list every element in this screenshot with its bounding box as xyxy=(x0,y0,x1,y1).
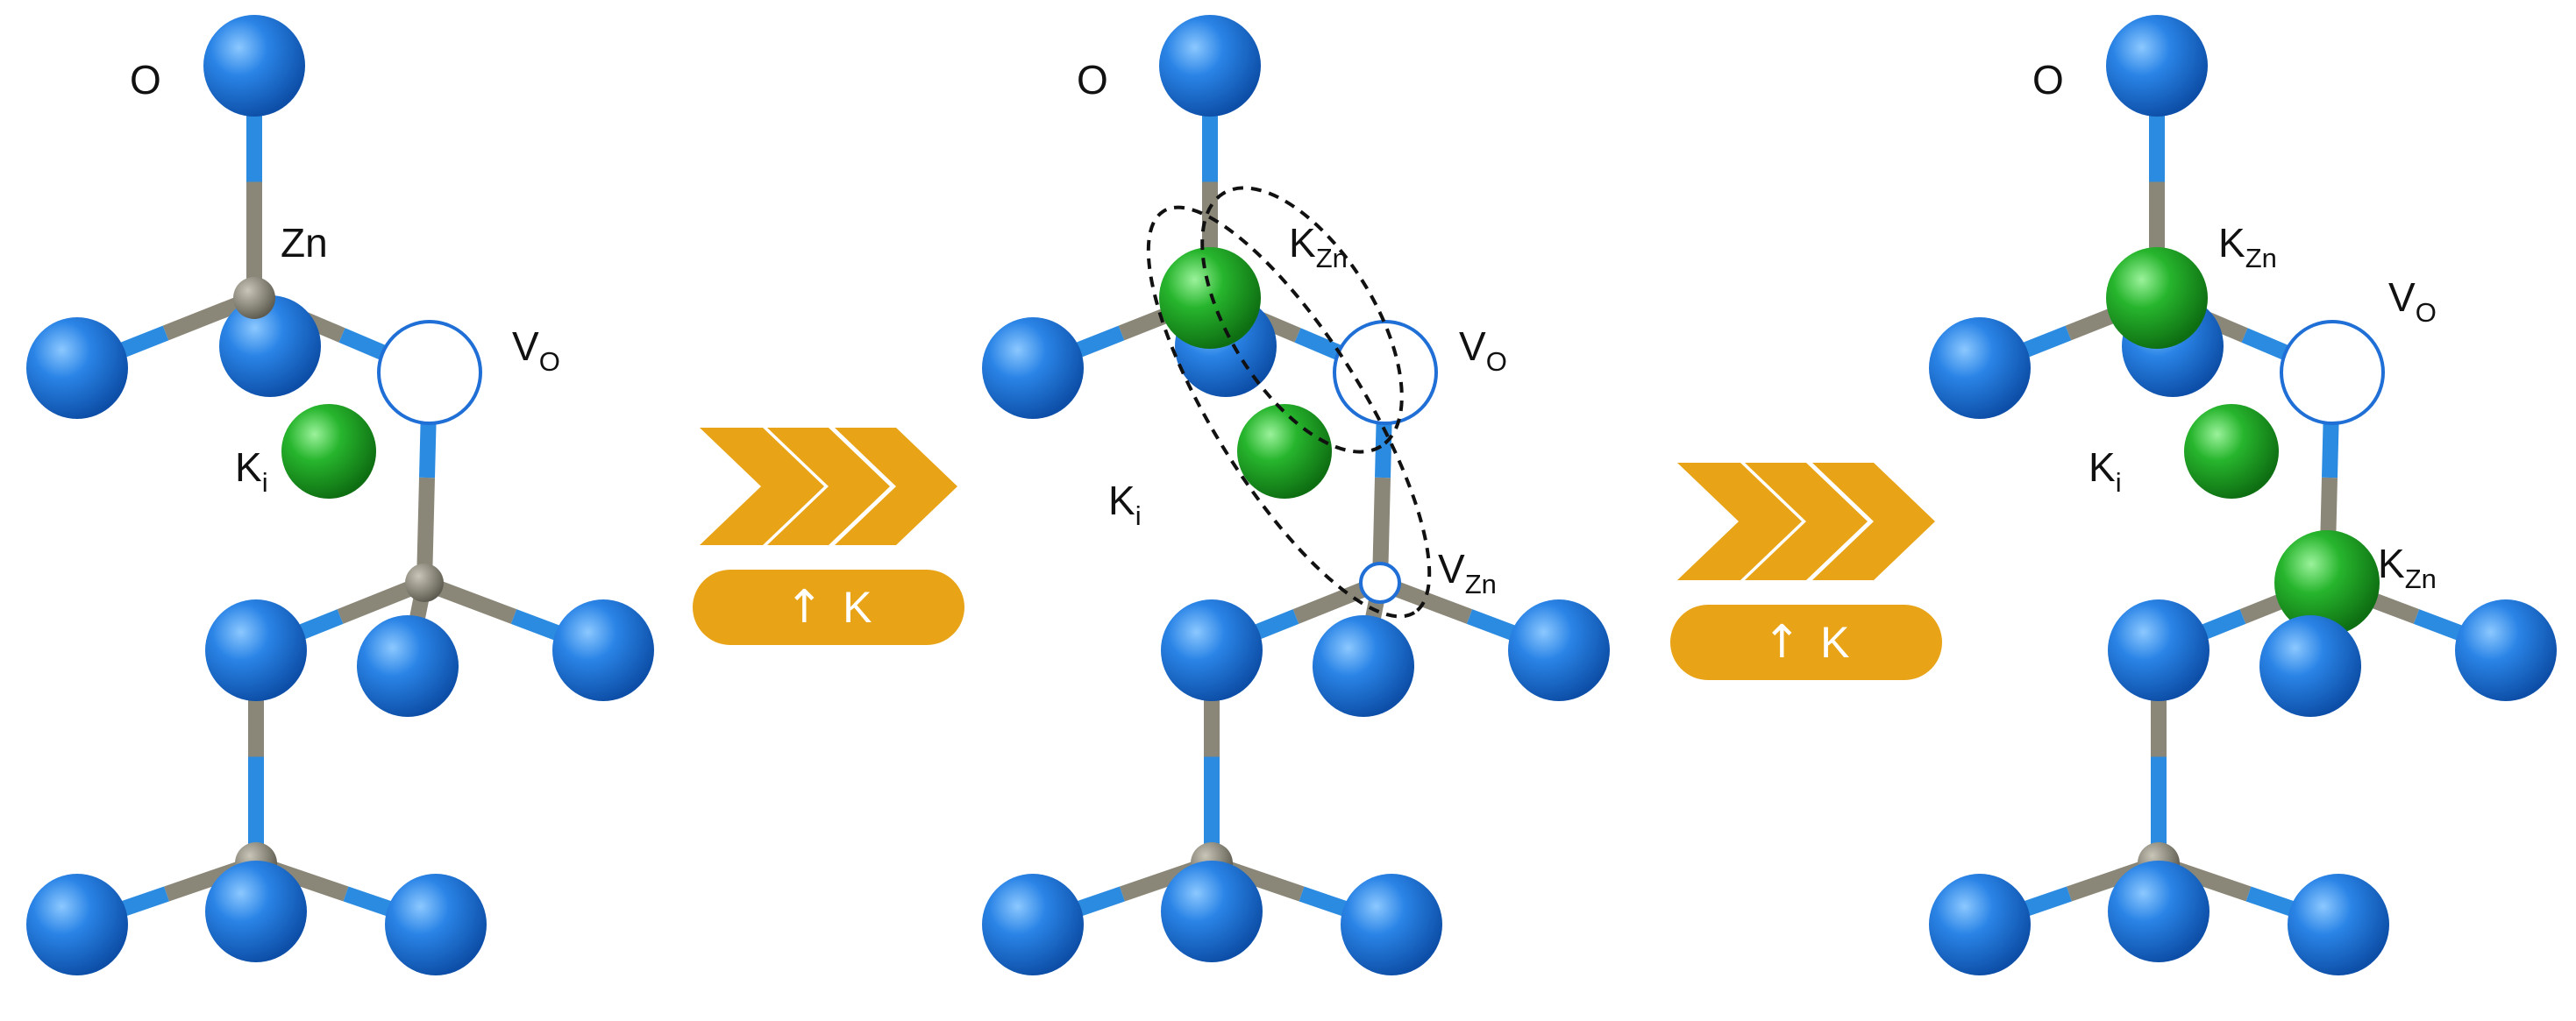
increase-k-badge: ↑ K xyxy=(693,570,964,645)
zinc-label: Zn xyxy=(281,220,328,266)
oxygen-atom xyxy=(1929,317,2031,419)
interstitial-k-label: Ki xyxy=(235,444,268,498)
vacancy-site xyxy=(377,320,482,425)
potassium-atom xyxy=(2184,404,2279,499)
increase-k-badge: ↑ K xyxy=(1670,605,1942,680)
oxygen-atom xyxy=(982,317,1084,419)
oxygen-atom xyxy=(1161,861,1263,962)
oxygen-atom xyxy=(1929,874,2031,975)
oxygen-atom xyxy=(26,317,128,419)
oxygen-atom xyxy=(2455,599,2557,701)
chevron-arrows-icon xyxy=(700,428,957,545)
oxygen-atom xyxy=(2259,615,2361,717)
oxygen-atom xyxy=(1313,615,1414,717)
oxygen-atom xyxy=(205,861,307,962)
potassium-atom xyxy=(1159,247,1261,349)
transition-arrow-2: ↑ K xyxy=(1670,456,1942,684)
oxygen-atom xyxy=(2106,15,2208,117)
zinc-vacancy-label: VZn xyxy=(1438,546,1497,599)
oxygen-label: O xyxy=(2032,57,2064,103)
potassium-atom xyxy=(2106,247,2208,349)
interstitial-k-label: Ki xyxy=(2089,444,2122,498)
increase-k-label: K xyxy=(843,583,872,632)
vacancy-site xyxy=(1333,320,1438,425)
chevron-arrows-icon xyxy=(1677,463,1935,580)
potassium-atom xyxy=(2274,530,2380,635)
up-arrow-icon: ↑ xyxy=(785,581,824,634)
substitutional-k-label: KZn xyxy=(2378,541,2437,594)
oxygen-atom xyxy=(1159,15,1261,117)
oxygen-atom xyxy=(2288,874,2389,975)
oxygen-atom xyxy=(2108,599,2210,701)
vacancy-site xyxy=(2280,320,2385,425)
interstitial-k-label: Ki xyxy=(1108,478,1142,531)
substitutional-k-label: KZn xyxy=(2218,220,2277,273)
oxygen-atom xyxy=(385,874,487,975)
zinc-atom xyxy=(405,564,444,602)
oxygen-atom xyxy=(1508,599,1610,701)
oxygen-atom xyxy=(357,615,459,717)
oxygen-label: O xyxy=(130,57,161,103)
substitutional-k-label: KZn xyxy=(1289,220,1348,273)
oxygen-vacancy-label: VO xyxy=(2388,274,2437,328)
oxygen-atom xyxy=(1341,874,1442,975)
zinc-atom xyxy=(233,277,275,319)
oxygen-vacancy-label: VO xyxy=(1459,323,1507,377)
potassium-atom xyxy=(281,404,376,499)
oxygen-atom xyxy=(552,599,654,701)
oxygen-atom xyxy=(982,874,1084,975)
transition-arrow-1: ↑ K xyxy=(693,421,964,649)
oxygen-vacancy-label: VO xyxy=(512,323,560,377)
oxygen-atom xyxy=(205,599,307,701)
oxygen-atom xyxy=(2108,861,2210,962)
oxygen-label: O xyxy=(1077,57,1108,103)
potassium-atom xyxy=(1237,404,1332,499)
increase-k-label: K xyxy=(1820,618,1850,667)
oxygen-atom xyxy=(26,874,128,975)
oxygen-atom xyxy=(1161,599,1263,701)
up-arrow-icon: ↑ xyxy=(1762,616,1802,669)
oxygen-atom xyxy=(219,295,321,397)
oxygen-atom xyxy=(203,15,305,117)
vacancy-site xyxy=(1359,562,1401,604)
